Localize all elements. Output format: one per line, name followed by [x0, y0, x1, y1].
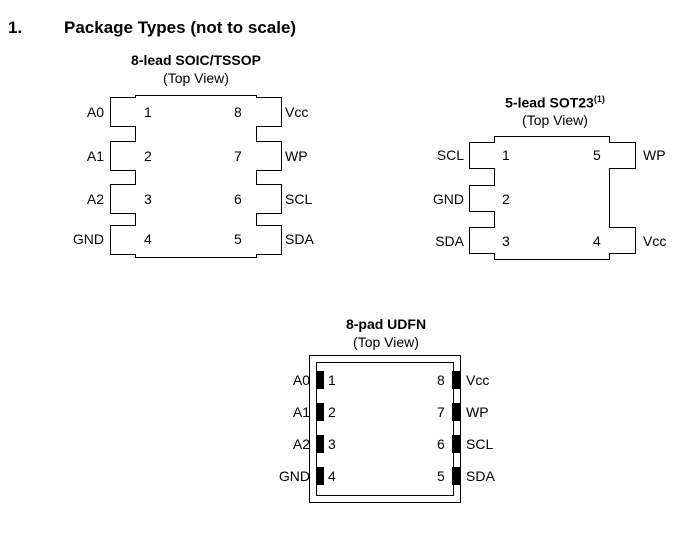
- udfn-pad-6: [452, 435, 460, 453]
- udfn-title: 8-pad UDFN: [345, 316, 427, 332]
- soic-body: [135, 95, 257, 258]
- soic-pin-number-2: 2: [144, 148, 152, 164]
- sot23-pin-number-1: 1: [502, 147, 510, 163]
- soic-signal-scl: SCL: [285, 191, 313, 207]
- soic-pin-number-6: 6: [234, 191, 242, 207]
- soic-pin-number-8: 8: [234, 104, 242, 120]
- soic-signal-gnd: GND: [72, 231, 104, 247]
- sot23-pin-number-4: 4: [593, 233, 601, 249]
- udfn-pad-4: [316, 467, 324, 485]
- sot23-lead-3: [469, 227, 495, 254]
- udfn-pin-number-1: 1: [328, 372, 336, 388]
- soic-lead-8: [256, 97, 282, 127]
- soic-signal-a0: A0: [86, 104, 104, 120]
- sot23-signal-wp: WP: [643, 147, 666, 163]
- soic-pin-number-1: 1: [144, 104, 152, 120]
- sot23-lead-4: [609, 227, 636, 254]
- udfn-signal-a0: A0: [292, 372, 310, 388]
- udfn-signal-vcc: Vcc: [466, 372, 490, 388]
- udfn-pin-number-7: 7: [437, 404, 445, 420]
- udfn-view-label: (Top View): [353, 334, 419, 350]
- sot23-signal-sda: SDA: [435, 233, 464, 249]
- soic-signal-a2: A2: [86, 191, 104, 207]
- udfn-pin-number-6: 6: [437, 436, 445, 452]
- udfn-pad-7: [452, 403, 460, 421]
- sot23-lead-5: [609, 142, 636, 169]
- udfn-pin-number-2: 2: [328, 404, 336, 420]
- udfn-signal-wp: WP: [466, 404, 489, 420]
- udfn-signal-scl: SCL: [466, 436, 494, 452]
- sot23-title: 5-lead SOT23(1): [470, 94, 640, 111]
- sot23-signal-scl: SCL: [436, 147, 464, 163]
- udfn-pin-number-4: 4: [328, 468, 336, 484]
- sot23-view-label: (Top View): [522, 112, 588, 128]
- soic-pin-number-7: 7: [234, 148, 242, 164]
- soic-lead-2: [110, 141, 136, 171]
- soic-signal-vcc: Vcc: [285, 104, 309, 120]
- sot23-lead-1: [469, 142, 495, 169]
- soic-lead-6: [256, 184, 282, 214]
- soic-view-label: (Top View): [163, 70, 229, 86]
- sot23-footnote-marker: (1): [593, 94, 605, 104]
- sot23-body: [494, 136, 610, 260]
- sot23-lead-2: [469, 185, 495, 212]
- udfn-signal-a1: A1: [292, 404, 310, 420]
- soic-signal-a1: A1: [86, 148, 104, 164]
- sot23-signal-vcc: Vcc: [643, 233, 667, 249]
- sot23-signal-gnd: GND: [432, 191, 464, 207]
- udfn-body-inner: [316, 362, 454, 496]
- soic-lead-4: [110, 225, 136, 255]
- soic-signal-wp: WP: [285, 148, 308, 164]
- sot23-pin-number-2: 2: [502, 191, 510, 207]
- sot23-title-text: 5-lead SOT23: [505, 94, 594, 111]
- udfn-pad-1: [316, 371, 324, 389]
- udfn-signal-gnd: GND: [278, 468, 310, 484]
- udfn-pad-2: [316, 403, 324, 421]
- soic-lead-3: [110, 184, 136, 214]
- soic-lead-7: [256, 141, 282, 171]
- udfn-signal-a2: A2: [292, 436, 310, 452]
- soic-title: 8-lead SOIC/TSSOP: [131, 52, 261, 68]
- soic-pin-number-4: 4: [144, 231, 152, 247]
- sot23-pin-number-5: 5: [593, 147, 601, 163]
- soic-lead-5: [256, 225, 282, 255]
- udfn-pad-8: [452, 371, 460, 389]
- udfn-pin-number-5: 5: [437, 468, 445, 484]
- udfn-pad-5: [452, 467, 460, 485]
- soic-lead-1: [110, 97, 136, 127]
- udfn-pin-number-3: 3: [328, 436, 336, 452]
- udfn-pin-number-8: 8: [437, 372, 445, 388]
- udfn-pad-3: [316, 435, 324, 453]
- section-title: Package Types (not to scale): [64, 18, 297, 37]
- udfn-signal-sda: SDA: [466, 468, 495, 484]
- soic-pin-number-3: 3: [144, 191, 152, 207]
- soic-pin-number-5: 5: [234, 231, 242, 247]
- section-number: 1.: [8, 18, 23, 37]
- sot23-pin-number-3: 3: [502, 233, 510, 249]
- soic-signal-sda: SDA: [285, 231, 314, 247]
